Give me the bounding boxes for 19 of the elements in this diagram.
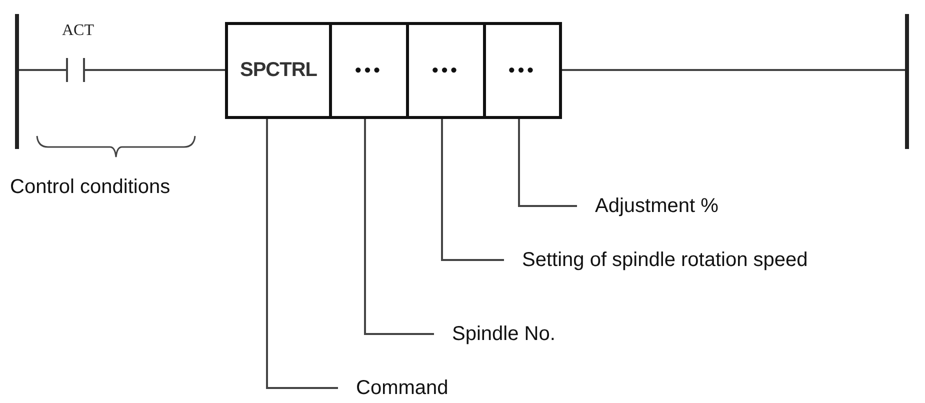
parameter-box: ••• (406, 22, 486, 119)
callout-text: Adjustment % (595, 195, 718, 217)
bracket-label: Control conditions (10, 176, 170, 199)
parameter-box: ••• (483, 22, 562, 119)
callout-text: Spindle No. (452, 323, 556, 345)
parameter-box: ••• (329, 22, 409, 119)
rung-line (562, 69, 905, 71)
rung-line (19, 69, 50, 71)
leader-line (364, 119, 434, 335)
rung-line (106, 69, 225, 71)
contact-label: ACT (61, 22, 95, 40)
callout-text: Command (356, 377, 448, 399)
power-rail (15, 14, 19, 149)
callout-text: Setting of spindle rotation speed (522, 249, 808, 271)
instruction-box: SPCTRL (225, 22, 332, 119)
power-rail (905, 14, 909, 149)
leader-line (518, 119, 577, 207)
leader-line (266, 119, 338, 389)
leader-line (441, 119, 504, 261)
